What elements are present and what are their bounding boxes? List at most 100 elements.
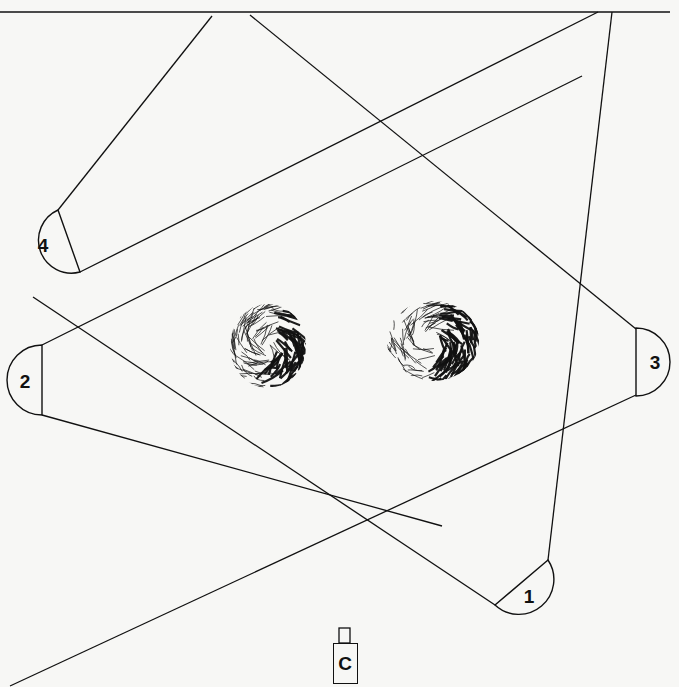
hair-stroke xyxy=(405,349,416,363)
lamp-symbol: 1 xyxy=(488,553,562,623)
hair-stroke xyxy=(415,361,426,369)
hair-stroke xyxy=(229,366,252,373)
hair-stroke xyxy=(240,311,247,325)
hair-stroke xyxy=(280,317,300,326)
beam-line xyxy=(42,76,582,345)
lamp-number: 4 xyxy=(38,236,49,255)
lamp-reflector xyxy=(38,210,80,273)
hair-stroke xyxy=(427,314,450,318)
hair-stroke xyxy=(270,384,281,387)
hair-stroke xyxy=(401,348,421,363)
hair-stroke xyxy=(408,370,424,371)
hair-stroke xyxy=(474,346,476,366)
hair-stroke xyxy=(452,334,460,343)
lamp-symbol: 3 xyxy=(630,324,676,400)
hair-stroke xyxy=(447,323,459,329)
hair-stroke xyxy=(262,325,272,345)
beam-line xyxy=(33,297,495,605)
beam-line xyxy=(42,415,442,526)
lamp-number: 3 xyxy=(650,353,661,372)
lamp-symbol: 2 xyxy=(4,341,48,419)
hair-stroke xyxy=(280,359,286,378)
hair-stroke xyxy=(248,318,260,325)
hair-stroke xyxy=(413,349,434,350)
hair-stroke xyxy=(255,327,263,337)
hair-stroke xyxy=(457,363,467,374)
beam-line xyxy=(58,16,212,210)
hair-stroke xyxy=(238,334,240,345)
camera-label: C xyxy=(338,654,352,673)
hair-stroke xyxy=(433,308,455,317)
hair-stroke xyxy=(285,348,287,368)
hair-stroke xyxy=(240,303,248,318)
lamp-number: 1 xyxy=(524,587,535,606)
hair-stroke xyxy=(235,325,239,336)
hair-stroke xyxy=(455,341,457,354)
back-wall xyxy=(0,11,670,12)
hair-stroke xyxy=(411,374,423,376)
lamp-outline xyxy=(20,204,84,278)
hair-stroke xyxy=(241,356,258,362)
hair-stroke xyxy=(466,335,468,353)
hair-stroke xyxy=(238,306,247,326)
hair-stroke xyxy=(408,338,420,350)
hair-stroke xyxy=(248,362,273,367)
hair-stroke xyxy=(401,301,410,314)
hair-stroke xyxy=(404,365,415,369)
hair-stroke xyxy=(257,373,274,374)
hair-stroke xyxy=(466,336,468,353)
hair-stroke xyxy=(231,331,234,349)
beam-line xyxy=(548,12,612,560)
hair-stroke xyxy=(421,301,443,308)
hair-stroke xyxy=(393,319,394,330)
hair-stroke xyxy=(422,320,429,327)
beam-line xyxy=(250,15,636,329)
hair-stroke xyxy=(403,329,404,345)
hair-stroke xyxy=(252,298,269,317)
head-sketch xyxy=(381,296,481,394)
hair-stroke xyxy=(398,359,406,372)
hair-stroke xyxy=(269,312,292,317)
lamp-reflector xyxy=(7,345,42,415)
hair-stroke xyxy=(271,364,280,377)
hair-stroke xyxy=(292,361,300,371)
hair-stroke xyxy=(244,331,252,350)
hair-stroke xyxy=(283,311,305,320)
hair-stroke xyxy=(431,378,442,384)
hair-stroke xyxy=(470,328,480,349)
beam-line xyxy=(10,395,636,686)
hair-stroke xyxy=(264,305,289,309)
lamp-number: 2 xyxy=(20,372,31,391)
light-beams xyxy=(0,12,670,686)
lamp-reflector xyxy=(636,328,670,396)
hair-stroke xyxy=(250,343,264,354)
lamp-symbol: 4 xyxy=(20,204,84,278)
hair-stroke xyxy=(390,339,392,350)
hair-stroke xyxy=(451,356,464,377)
hair-stroke xyxy=(403,369,423,379)
hair-stroke xyxy=(284,363,292,386)
hair-stroke xyxy=(475,327,476,346)
hair-stroke xyxy=(247,325,249,341)
hair-stroke xyxy=(475,328,477,342)
head-sketch xyxy=(225,296,313,387)
hair-stroke xyxy=(274,353,282,361)
hair-stroke xyxy=(235,373,258,375)
hair-stroke xyxy=(469,343,475,364)
hair-stroke xyxy=(443,338,458,357)
hair-stroke xyxy=(439,318,453,321)
hair-stroke xyxy=(398,357,404,366)
hair-stroke xyxy=(428,358,447,372)
hair-stroke xyxy=(306,343,313,361)
hair-stroke xyxy=(253,298,272,309)
hair-stroke xyxy=(454,310,468,320)
hair-stroke xyxy=(290,313,306,322)
hair-stroke xyxy=(246,296,265,313)
hair-stroke xyxy=(418,356,435,360)
camera-box: C xyxy=(333,643,358,684)
hair-stroke xyxy=(264,299,283,306)
hair-stroke xyxy=(422,373,434,378)
hair-stroke xyxy=(405,319,414,331)
